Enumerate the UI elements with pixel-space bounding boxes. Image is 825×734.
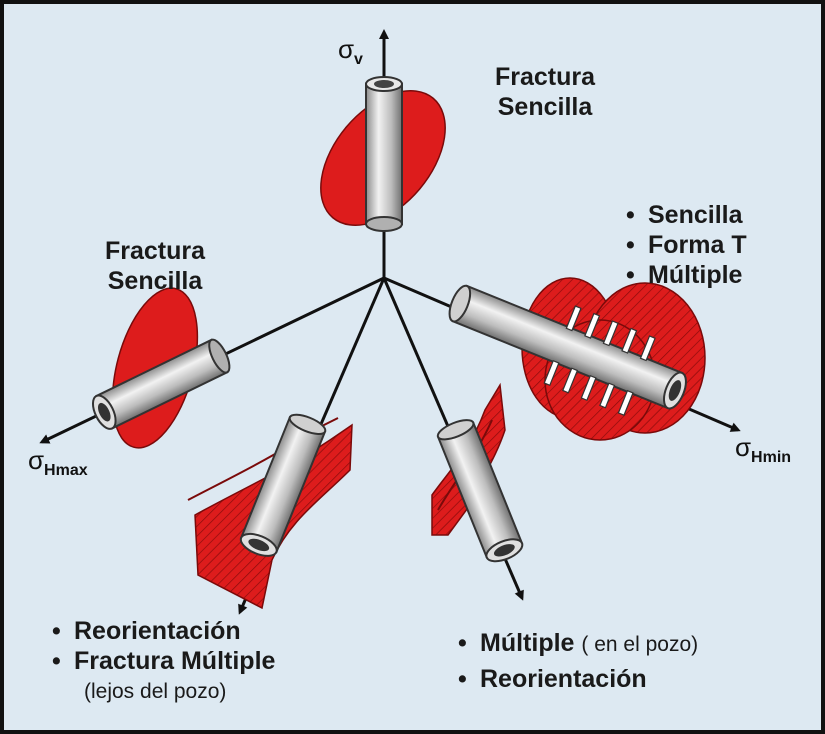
right-list-item: •Forma T — [626, 230, 747, 260]
reorientation-wellbore-left — [188, 411, 352, 608]
label-left-fracture: Fractura Sencilla — [80, 236, 230, 296]
bottom-left-item: •Reorientación — [52, 616, 275, 646]
right-list-item: •Múltiple — [626, 260, 747, 290]
axis-label-sigma-hmax: σHmax — [28, 445, 88, 480]
label-left-line2: Sencilla — [80, 266, 230, 296]
right-list: •Sencilla •Forma T •Múltiple — [626, 200, 747, 290]
axis-label-sigma-v: σv — [338, 34, 363, 69]
bottom-right-item: •Reorientación — [458, 664, 698, 694]
label-top-line1: Fractura — [470, 62, 620, 92]
axis-label-sigma-hmin: σHmin — [735, 432, 791, 467]
reorientation-wellbore-right — [432, 385, 525, 566]
label-top-line2: Sencilla — [470, 92, 620, 122]
hmax-wellbore — [88, 279, 233, 457]
bottom-right-item: •Múltiple ( en el pozo) — [458, 628, 698, 660]
bottom-left-note: (lejos del pozo) — [84, 680, 226, 704]
vertical-wellbore — [296, 67, 470, 248]
label-left-line1: Fractura — [80, 236, 230, 266]
right-list-item: •Sencilla — [626, 200, 747, 230]
label-top-fracture: Fractura Sencilla — [470, 62, 620, 122]
bottom-left-list: •Reorientación •Fractura Múltiple — [52, 616, 275, 676]
bottom-left-item: •Fractura Múltiple — [52, 646, 275, 676]
bottom-right-list: •Múltiple ( en el pozo) •Reorientación — [458, 628, 698, 694]
